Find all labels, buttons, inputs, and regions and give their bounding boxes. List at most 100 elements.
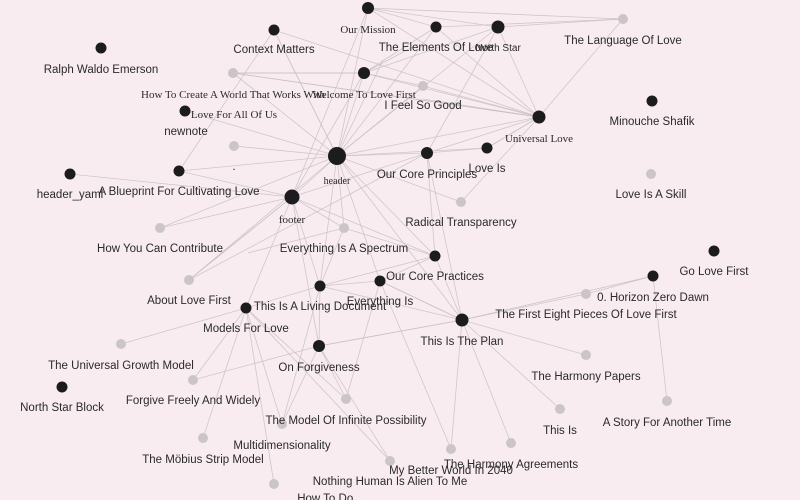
graph-node-infinite-possibility[interactable] bbox=[341, 394, 351, 404]
graph-node-our-mission[interactable] bbox=[362, 2, 374, 14]
graph-node-label-living-document[interactable]: This Is A Living Document bbox=[254, 301, 387, 313]
graph-node-label-harmony-papers[interactable]: The Harmony Papers bbox=[531, 371, 641, 383]
graph-node-label-multidimensionality[interactable]: Multidimensionality bbox=[233, 440, 330, 452]
graph-node-label-infinite-possibility[interactable]: The Model Of Infinite Possibility bbox=[265, 415, 426, 427]
graph-node-elements-of-love[interactable] bbox=[430, 21, 442, 33]
edge-footer-our-mission bbox=[291, 7, 369, 198]
graph-node-minouche[interactable] bbox=[646, 95, 658, 107]
graph-node-models-for-love[interactable] bbox=[240, 302, 252, 314]
graph-node-label-contribute[interactable]: How You Can Contribute bbox=[97, 243, 223, 255]
graph-node-label-nothing-human[interactable]: Nothing Human Is Alien To Me bbox=[313, 476, 467, 488]
graph-node-label-on-forgiveness[interactable]: On Forgiveness bbox=[278, 362, 359, 374]
graph-node-label-elements-of-love[interactable]: The Elements Of Love bbox=[379, 42, 493, 54]
graph-node-label-our-mission[interactable]: Our Mission bbox=[340, 24, 396, 36]
graph-node-feel-so-good[interactable] bbox=[418, 81, 428, 91]
graph-node-label-this-is[interactable]: This Is bbox=[543, 425, 577, 437]
graph-node-universal-growth[interactable] bbox=[116, 339, 126, 349]
graph-node-label-love-for-all[interactable]: Love For All Of Us bbox=[191, 109, 277, 121]
graph-node-label-models-for-love[interactable]: Models For Love bbox=[203, 323, 289, 335]
graph-node-label-welcome[interactable]: Welcome To Love First bbox=[312, 89, 416, 101]
graph-node-label-everything-is[interactable]: Everything Is bbox=[347, 296, 414, 308]
graph-node-label-newnote[interactable]: newnote bbox=[164, 126, 207, 138]
graph-node-story-another-time[interactable] bbox=[662, 396, 672, 406]
graph-node-blueprint[interactable] bbox=[173, 165, 185, 177]
graph-node-label-universal-love[interactable]: Universal Love bbox=[505, 133, 573, 145]
graph-node-everything-is[interactable] bbox=[374, 275, 386, 287]
graph-node-label-spectrum[interactable]: Everything Is A Spectrum bbox=[280, 243, 408, 255]
graph-node-label-core-principles[interactable]: Our Core Principles bbox=[377, 169, 478, 181]
graph-node-header[interactable] bbox=[328, 147, 346, 165]
graph-node-about-love-first[interactable] bbox=[184, 275, 194, 285]
graph-node-universal-love[interactable] bbox=[532, 110, 546, 124]
graph-node-label-about-love-first[interactable]: About Love First bbox=[147, 295, 232, 307]
graph-node-label-love-is[interactable]: Love Is bbox=[468, 163, 505, 175]
graph-node-label-feel-so-good[interactable]: I Feel So Good bbox=[384, 100, 461, 112]
graph-node-mobius[interactable] bbox=[198, 433, 208, 443]
graph-node-nothing-human[interactable] bbox=[385, 456, 395, 466]
graph-node-label-go-love-first[interactable]: Go Love First bbox=[679, 266, 749, 278]
graph-node-label-blueprint[interactable]: A Blueprint For Cultivating Love bbox=[98, 186, 259, 198]
graph-node-header-yaml[interactable] bbox=[64, 168, 76, 180]
graph-node-label-dot-note[interactable]: . bbox=[232, 161, 235, 173]
graph-node-radical-transparency[interactable] bbox=[456, 197, 466, 207]
graph-node-label-better-world[interactable]: My Better World In 2040 bbox=[389, 465, 513, 477]
graph-node-go-love-first[interactable] bbox=[708, 245, 720, 257]
graph-node-spectrum[interactable] bbox=[339, 223, 349, 233]
graph-node-how-to-cut[interactable] bbox=[269, 479, 279, 489]
graph-node-love-is-skill[interactable] bbox=[646, 169, 656, 179]
graph-node-label-harmony-agreements[interactable]: The Harmony Agreements bbox=[444, 459, 578, 471]
graph-node-label-story-another-time[interactable]: A Story For Another Time bbox=[603, 417, 731, 429]
graph-node-label-ralph[interactable]: Ralph Waldo Emerson bbox=[44, 64, 159, 76]
graph-node-create-world[interactable] bbox=[228, 68, 238, 78]
graph-node-love-is[interactable] bbox=[481, 142, 493, 154]
graph-node-forgive-freely[interactable] bbox=[188, 375, 198, 385]
graph-node-north-star-block[interactable] bbox=[56, 381, 68, 393]
graph-node-core-practices[interactable] bbox=[429, 250, 441, 262]
edge-hidden-3-welcome bbox=[363, 43, 419, 74]
graph-node-language-of-love[interactable] bbox=[618, 14, 628, 24]
graph-node-label-north-star-block[interactable]: North Star Block bbox=[20, 402, 104, 414]
graph-node-first-eight[interactable] bbox=[581, 289, 591, 299]
graph-node-label-footer[interactable]: footer bbox=[279, 214, 306, 226]
graph-node-horizon-zero[interactable] bbox=[647, 270, 659, 282]
edge-spectrum-hidden-1 bbox=[247, 227, 345, 254]
graph-node-label-this-is-the-plan[interactable]: This Is The Plan bbox=[421, 336, 504, 348]
graph-node-label-core-practices[interactable]: Our Core Practices bbox=[386, 271, 484, 283]
graph-node-core-principles[interactable] bbox=[421, 147, 433, 159]
graph-node-label-context-matters[interactable]: Context Matters bbox=[233, 44, 314, 56]
graph-node-better-world[interactable] bbox=[446, 444, 456, 454]
graph-node-ralph[interactable] bbox=[95, 42, 107, 54]
graph-node-label-language-of-love[interactable]: The Language Of Love bbox=[564, 35, 682, 47]
graph-node-harmony-papers[interactable] bbox=[581, 350, 591, 360]
graph-node-this-is-the-plan[interactable] bbox=[455, 313, 469, 327]
graph-node-label-how-to-cut[interactable]: How To Do... bbox=[297, 493, 363, 500]
graph-node-context-matters[interactable] bbox=[268, 24, 280, 36]
graph-node-label-radical-transparency[interactable]: Radical Transparency bbox=[405, 217, 516, 229]
graph-node-love-for-all[interactable] bbox=[179, 105, 191, 117]
graph-node-label-forgive-freely[interactable]: Forgive Freely And Widely bbox=[126, 395, 260, 407]
graph-node-label-north-star[interactable]: North Star bbox=[475, 43, 521, 54]
graph-node-label-minouche[interactable]: Minouche Shafik bbox=[609, 116, 694, 128]
edge-header-this-is-the-plan bbox=[336, 155, 463, 321]
graph-node-contribute[interactable] bbox=[155, 223, 165, 233]
graph-node-multidimensionality[interactable] bbox=[277, 419, 287, 429]
graph-node-label-first-eight[interactable]: The First Eight Pieces Of Love First bbox=[495, 309, 677, 321]
graph-node-label-universal-growth[interactable]: The Universal Growth Model bbox=[48, 360, 194, 372]
graph-node-label-header[interactable]: header bbox=[324, 176, 351, 187]
graph-node-harmony-agreements[interactable] bbox=[506, 438, 516, 448]
graph-node-label-horizon-zero[interactable]: 0. Horizon Zero Dawn bbox=[597, 292, 709, 304]
graph-node-label-mobius[interactable]: The Möbius Strip Model bbox=[142, 454, 263, 466]
graph-node-label-create-world[interactable]: How To Create A World That Works With bbox=[141, 89, 325, 101]
edge-horizon-zero-story-another-time bbox=[652, 275, 668, 402]
graph-node-welcome[interactable] bbox=[358, 67, 370, 79]
graph-node-label-header-yaml[interactable]: header_yaml bbox=[37, 189, 103, 201]
graph-node-this-is[interactable] bbox=[555, 404, 565, 414]
graph-node-newnote[interactable] bbox=[229, 141, 239, 151]
graph-node-on-forgiveness[interactable] bbox=[313, 340, 325, 352]
graph-node-label-love-is-skill[interactable]: Love Is A Skill bbox=[616, 189, 687, 201]
graph-node-footer[interactable] bbox=[284, 189, 300, 205]
graph-node-living-document[interactable] bbox=[314, 280, 326, 292]
graph-node-north-star[interactable] bbox=[491, 20, 505, 34]
